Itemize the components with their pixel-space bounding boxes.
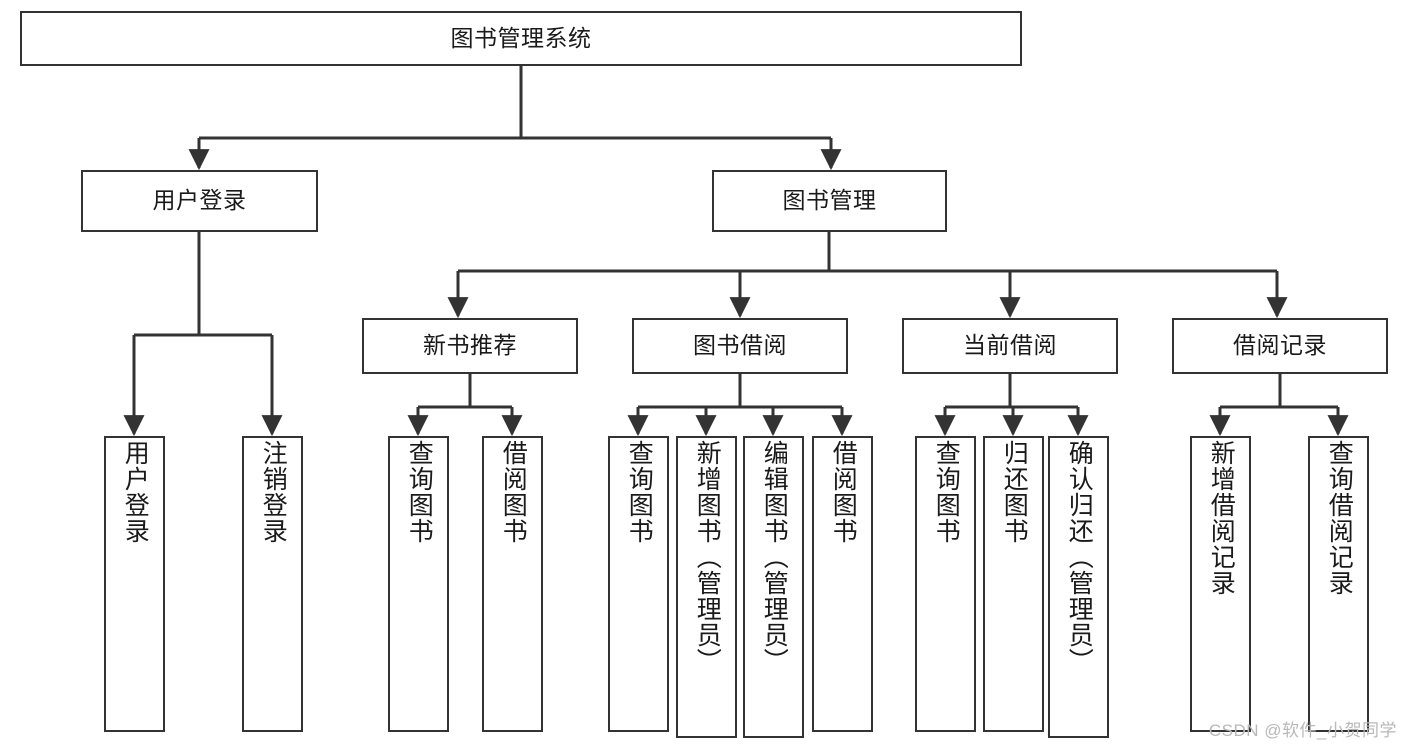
node-leaf-logout[interactable]: 注销登录	[242, 436, 303, 732]
node-label: 当前借阅	[963, 332, 1057, 359]
node-label: 新书推荐	[423, 332, 517, 359]
node-root[interactable]: 图书管理系统	[20, 11, 1022, 66]
node-leaf-query-new[interactable]: 查询图书	[388, 436, 449, 732]
edge-records-to-leaves	[1209, 374, 1349, 437]
node-label: 新增借阅记录	[1207, 440, 1236, 596]
node-leaf-borrow-b[interactable]: 借阅图书	[812, 436, 873, 732]
node-leaf-borrow-new[interactable]: 借阅图书	[482, 436, 543, 732]
node-label: 图书管理系统	[450, 24, 592, 51]
node-leaf-login[interactable]: 用户登录	[104, 436, 165, 732]
node-label: 查询图书	[405, 440, 434, 544]
node-leaf-query-b[interactable]: 查询图书	[608, 436, 669, 732]
node-label: 借阅图书	[499, 440, 528, 544]
watermark: CSDN @软件_小贺同学	[1208, 721, 1397, 740]
edge-bookmgmt-to-level2	[447, 232, 1288, 319]
node-label: 用户登录	[152, 187, 247, 214]
node-leaf-query-c[interactable]: 查询图书	[915, 436, 976, 732]
node-current[interactable]: 当前借阅	[902, 318, 1118, 374]
node-leaf-query-rec[interactable]: 查询借阅记录	[1308, 436, 1369, 732]
node-newrec[interactable]: 新书推荐	[362, 318, 578, 374]
edge-current-to-leaves	[934, 374, 1089, 437]
edge-newrec-to-leaves	[407, 374, 523, 437]
node-label: 注销登录	[259, 440, 288, 544]
node-borrow[interactable]: 图书借阅	[632, 318, 848, 374]
node-login[interactable]: 用户登录	[81, 170, 318, 232]
node-label: 借阅图书	[829, 440, 858, 544]
node-label: 图书管理	[782, 187, 877, 214]
node-records[interactable]: 借阅记录	[1172, 318, 1388, 374]
node-label: 图书借阅	[693, 332, 787, 359]
edge-login-to-leaves	[123, 232, 283, 437]
node-label: 查询图书	[625, 440, 654, 544]
node-label: 查询图书	[932, 440, 961, 544]
node-label: 确认归还（管理员）	[1065, 440, 1094, 674]
node-label: 新增图书（管理员）	[693, 440, 722, 674]
node-leaf-edit-book[interactable]: 编辑图书（管理员）	[743, 436, 804, 738]
node-label: 用户登录	[121, 440, 150, 544]
edge-root-to-level1	[188, 66, 842, 171]
node-label: 借阅记录	[1233, 332, 1327, 359]
node-label: 查询借阅记录	[1325, 440, 1354, 596]
node-label: 归还图书	[1000, 440, 1029, 544]
node-leaf-confirm[interactable]: 确认归还（管理员）	[1048, 436, 1109, 738]
edge-borrow-to-leaves	[627, 374, 853, 437]
node-bookmgmt[interactable]: 图书管理	[712, 170, 947, 232]
node-leaf-add-rec[interactable]: 新增借阅记录	[1190, 436, 1251, 732]
node-leaf-return[interactable]: 归还图书	[983, 436, 1044, 732]
node-label: 编辑图书（管理员）	[760, 440, 789, 674]
node-leaf-add-book[interactable]: 新增图书（管理员）	[676, 436, 737, 738]
